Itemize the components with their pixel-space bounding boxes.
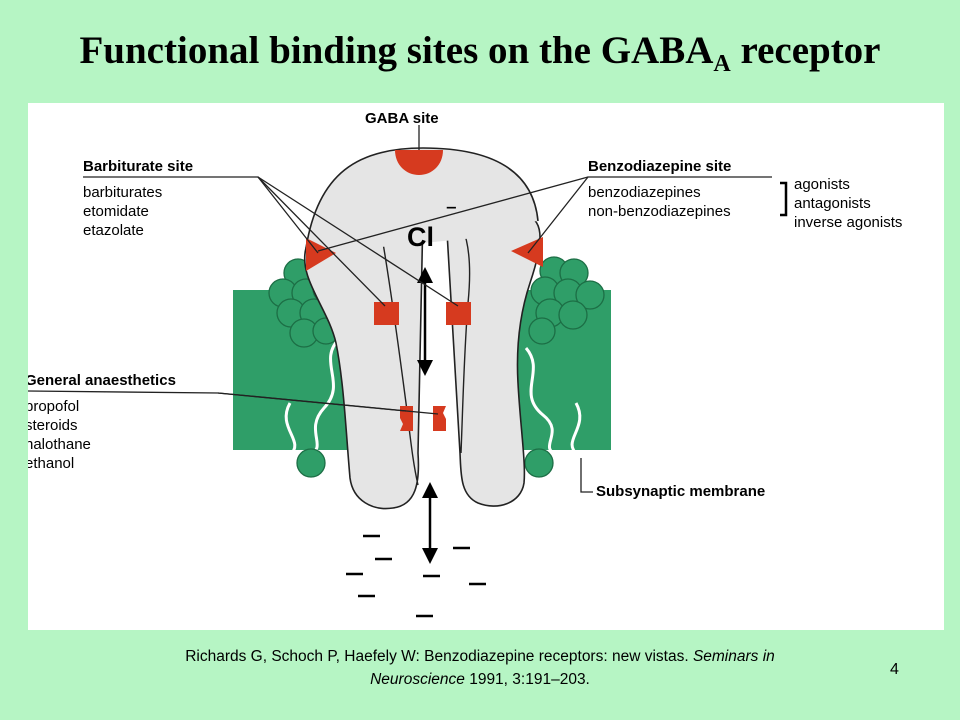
benzodiazepine-class-3: inverse agonists	[794, 214, 902, 231]
title-subscript: A	[713, 51, 731, 77]
benzodiazepine-item-1: benzodiazepines	[588, 184, 701, 201]
receptor-top-fill	[318, 203, 528, 253]
agonist-bracket	[780, 181, 788, 217]
negative-charges	[346, 534, 486, 618]
benzodiazepine-item-2: non-benzodiazepines	[588, 203, 731, 220]
lipid-bead-bottom-right	[524, 448, 554, 478]
anaesthetic-site-left	[400, 406, 413, 431]
anaesthetic-site-right	[433, 406, 446, 431]
citation: Richards G, Schoch P, Haefely W: Benzodi…	[100, 645, 860, 691]
membrane-wave-right	[524, 347, 559, 457]
citation-journal-part2: Neuroscience	[370, 671, 465, 688]
benzodiazepine-class-2: antagonists	[794, 195, 871, 212]
title-tail: receptor	[730, 29, 881, 72]
anaesthetics-item-3: halothane	[28, 436, 91, 453]
citation-journal-part1: Seminars in	[692, 648, 775, 665]
anaesthetics-item-1: propofol	[28, 398, 79, 415]
membrane-wave-left-2	[284, 402, 297, 457]
page-number: 4	[890, 661, 899, 678]
membrane-wave-left	[307, 336, 342, 457]
barbiturate-binding-site	[306, 238, 336, 271]
chloride-ion-label: Cl	[407, 222, 434, 252]
receptor-diagram: GABA site Cl ‾ Barbiturate site barbitur…	[28, 110, 902, 618]
channel-wall-left	[382, 242, 419, 486]
channel-site-left	[374, 302, 399, 325]
title-main: Functional binding sites on the GABA	[79, 29, 714, 72]
benzodiazepine-site-title: Benzodiazepine site	[588, 158, 731, 175]
ion-flow-arrow-bottom	[422, 482, 438, 564]
anaesthetics-title: General anaesthetics	[28, 372, 176, 389]
barbiturate-item-3: etazolate	[83, 222, 144, 239]
barbiturate-site-title: Barbiturate site	[83, 158, 193, 175]
gaba-site-label: GABA site	[365, 110, 439, 127]
receptor-figure: GABA site Cl ‾ Barbiturate site barbitur…	[28, 103, 944, 630]
barbiturate-item-1: barbiturates	[83, 184, 162, 201]
membrane-wave-right-2	[570, 402, 582, 457]
barbiturate-item-2: etomidate	[83, 203, 149, 220]
lipid-beads-right	[528, 256, 605, 345]
gaba-binding-site	[395, 150, 443, 175]
chloride-charge-dash: ‾	[446, 206, 456, 228]
lipid-bead-bottom-left	[296, 448, 326, 478]
benzodiazepine-class-1: agonists	[794, 176, 850, 193]
membrane-label: Subsynaptic membrane	[596, 483, 765, 500]
anaesthetics-item-2: steroids	[28, 417, 78, 434]
pointer-lines	[28, 125, 772, 493]
anaesthetics-item-4: ethanol	[28, 455, 74, 472]
citation-volume: 1991, 3:191–203.	[464, 671, 590, 688]
citation-authors: Richards G, Schoch P, Haefely W: Benzodi…	[185, 648, 693, 665]
ion-flow-arrow-top	[417, 267, 433, 376]
slide-title: Functional binding sites on the GABAA re…	[0, 28, 960, 78]
channel-site-right	[446, 302, 471, 325]
